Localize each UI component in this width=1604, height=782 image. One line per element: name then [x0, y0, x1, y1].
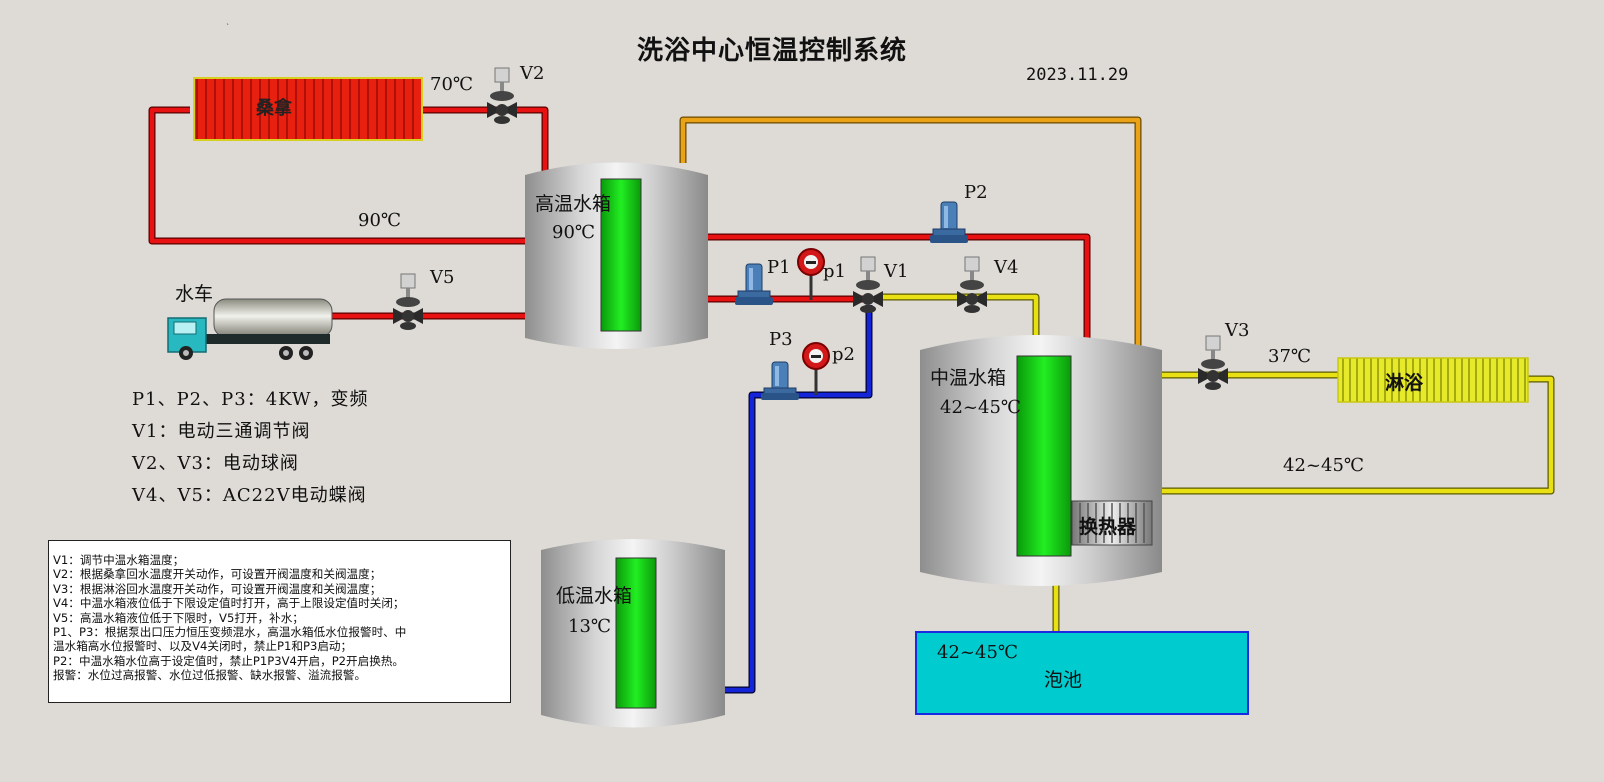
- valve-v2-label: V2: [520, 63, 545, 84]
- legend-item: V4、V5：AC22V电动蝶阀: [132, 485, 367, 506]
- note-line: P1、P3：根据泵出口压力恒压变频混水，高温水箱低水位报警时、中: [53, 625, 407, 640]
- note-line: P2：中温水箱水位高于设定值时，禁止P1P3V4开启，P2开启换热。: [53, 653, 405, 668]
- mid-tank-level-bar: [1016, 355, 1072, 557]
- pressure-gauge-p1: [797, 248, 825, 300]
- mid-tank-temp: 42~45℃: [940, 397, 1022, 418]
- sauna-heater: [193, 77, 423, 141]
- gauge-p2-label: p2: [832, 344, 855, 365]
- high-temp-tank: [525, 162, 708, 349]
- high-tank-level-bar: [600, 178, 642, 332]
- pump-p2-label: P2: [964, 182, 988, 203]
- valve-v1-label: V1: [884, 261, 909, 282]
- note-line: V1：调节中温水箱温度；: [53, 553, 185, 567]
- legend-item: V2、V3：电动球阀: [132, 453, 299, 474]
- control-notes-box: V1：调节中温水箱温度； V2：根据桑拿回水温度开关动作，可设置开阀温度和关阀温…: [48, 540, 511, 703]
- soaking-pool: [915, 631, 1249, 715]
- shower-unit: [1337, 357, 1529, 403]
- date-label: 2023.11.29: [1026, 65, 1129, 85]
- cold-water-pipe: [725, 305, 873, 694]
- sauna-label: 桑拿: [256, 98, 292, 119]
- orange-pipe: [679, 116, 1142, 503]
- valve-v2[interactable]: [487, 67, 517, 124]
- valve-v4-label: V4: [994, 257, 1019, 278]
- valve-v3[interactable]: [1198, 335, 1228, 390]
- sauna-return-temp: 70℃: [430, 74, 474, 95]
- note-line: 报警：水位过高报警、水位过低报警、缺水报警、溢流报警。: [53, 668, 367, 683]
- legend-item: P1、P2、P3：4KW，变频: [132, 389, 369, 410]
- low-tank-level-bar: [615, 557, 657, 709]
- mid-tank-name: 中温水箱: [930, 367, 1007, 389]
- valve-v4[interactable]: [957, 256, 987, 313]
- shower-supply-temp: 37℃: [1268, 346, 1312, 367]
- valve-v5-label: V5: [430, 267, 455, 288]
- sauna-supply-temp: 90℃: [358, 210, 402, 231]
- pool-temp: 42~45℃: [937, 642, 1019, 663]
- valve-v5[interactable]: [393, 273, 423, 330]
- pressure-gauge-p2: [802, 342, 830, 395]
- pump-p3[interactable]: [761, 361, 799, 400]
- note-line: V4：中温水箱液位低于下限设定值时打开，高于上限设定值时关闭；: [53, 596, 405, 611]
- warm-water-pipes: [880, 293, 1555, 632]
- pump-p1-label: P1: [767, 257, 791, 278]
- low-tank-name: 低温水箱: [556, 585, 633, 607]
- pump-p1[interactable]: [735, 263, 773, 305]
- low-tank-temp: 13℃: [568, 616, 612, 637]
- heat-exchanger-label: 换热器: [1079, 516, 1137, 538]
- pump-p3-label: P3: [769, 329, 793, 350]
- water-truck: [167, 298, 333, 360]
- note-line: V3：根据淋浴回水温度开关动作，可设置开阀温度和关阀温度；: [53, 581, 382, 596]
- shower-return-temp: 42~45℃: [1283, 455, 1365, 476]
- svg-text:`: `: [226, 23, 230, 32]
- gauge-p1-label: p1: [823, 261, 846, 282]
- valve-v1[interactable]: [853, 256, 883, 313]
- low-temp-tank: [541, 539, 725, 728]
- note-line: 温水箱高水位报警时、以及V4关闭时，禁止P1和P3启动；: [53, 639, 353, 654]
- heat-exchanger: [1071, 500, 1153, 546]
- legend-item: V1：电动三通调节阀: [132, 421, 311, 442]
- valve-v3-label: V3: [1225, 320, 1250, 341]
- water-truck-label: 水车: [175, 283, 214, 305]
- high-tank-name: 高温水箱: [535, 193, 612, 215]
- pool-label: 泡池: [1044, 669, 1083, 691]
- pump-p2[interactable]: [930, 201, 968, 243]
- shower-label: 淋浴: [1385, 372, 1424, 394]
- high-tank-temp: 90℃: [552, 222, 596, 243]
- note-line: V2：根据桑拿回水温度开关动作，可设置开阀温度和关阀温度；: [53, 567, 382, 582]
- page-title: 洗浴中心恒温控制系统: [637, 36, 908, 66]
- equipment-legend: P1、P2、P3：4KW，变频 V1：电动三通调节阀 V2、V3：电动球阀 V4…: [132, 384, 368, 512]
- note-line: V5：高温水箱液位低于下限时，V5打开，补水；: [53, 610, 304, 625]
